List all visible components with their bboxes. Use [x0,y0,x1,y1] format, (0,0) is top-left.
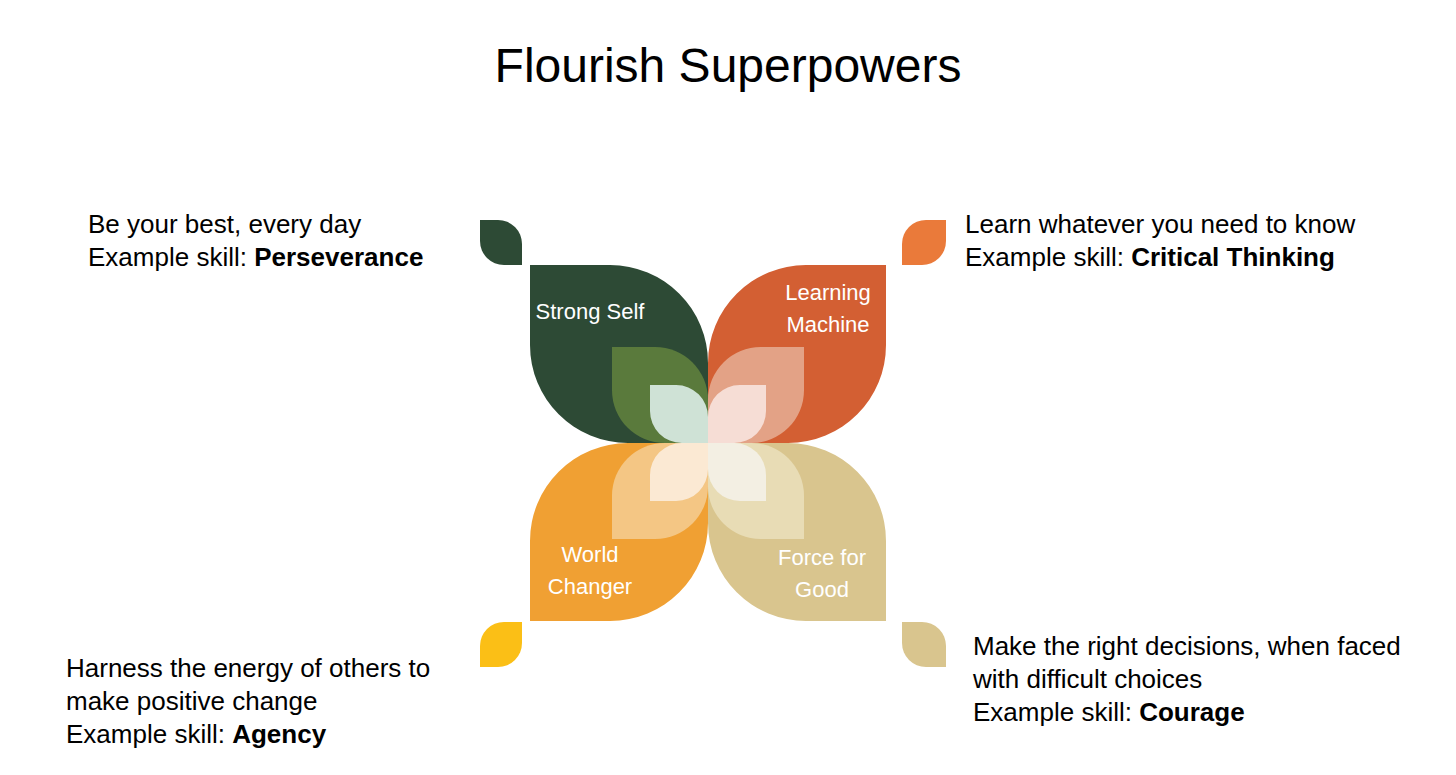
skill-prefix: Example skill: [973,697,1132,727]
petal-shape: Force for Good [708,443,886,621]
callout-block: Make the right decisions, when faced wit… [973,630,1451,729]
callout-line: Example skill:Courage [973,696,1451,729]
callout-line: Example skill:Perseverance [88,241,508,274]
callout-line: Be your best, every day [88,208,508,241]
callout-line: Harness the energy of others to make pos… [66,652,476,718]
petal-leaf [530,265,708,443]
small-leaf [902,622,946,667]
callout-block: Harness the energy of others to make pos… [66,652,476,751]
petal-shape: World Changer [530,443,708,621]
skill-prefix: Example skill: [965,242,1124,272]
small-leaf [480,622,522,667]
small-leaf [480,220,522,265]
petal-leaf [708,443,886,621]
skill-name: Critical Thinking [1131,242,1335,272]
skill-prefix: Example skill: [66,719,225,749]
callout-block: Be your best, every dayExample skill:Per… [88,208,508,274]
callout-line: Make the right decisions, when faced wit… [973,630,1451,696]
superpower-description: Learn whatever you need to know [965,209,1355,239]
skill-prefix: Example skill: [88,242,247,272]
superpower-description: Make the right decisions, when faced wit… [973,631,1401,694]
inner-leaf [708,443,766,501]
inner-leaf [612,347,708,443]
inner-leaf [650,385,708,443]
petal-shape: Strong Self [530,265,708,443]
superpower-description: Harness the energy of others to make pos… [66,653,430,716]
petal-label: World Changer [528,539,652,603]
petal-shape: Learning Machine [708,265,886,443]
skill-name: Perseverance [254,242,423,272]
diagram-title: Flourish Superpowers [0,38,1456,93]
petal-outline [530,265,708,443]
callout-line: Example skill:Critical Thinking [965,241,1425,274]
petal-label: Learning Machine [766,277,890,341]
skill-name: Courage [1139,697,1244,727]
callout-line: Example skill:Agency [66,718,476,751]
callout-block: Learn whatever you need to knowExample s… [965,208,1425,274]
small-leaf [902,220,946,265]
petal-label: Force for Good [760,542,884,606]
superpower-description: Be your best, every day [88,209,361,239]
inner-leaf [612,443,708,539]
skill-name: Agency [232,719,326,749]
petal-label: Strong Self [528,296,652,328]
inner-leaf [708,385,766,443]
inner-leaf [708,347,804,443]
inner-leaf [708,443,804,539]
callout-line: Learn whatever you need to know [965,208,1425,241]
inner-leaf [650,443,708,501]
